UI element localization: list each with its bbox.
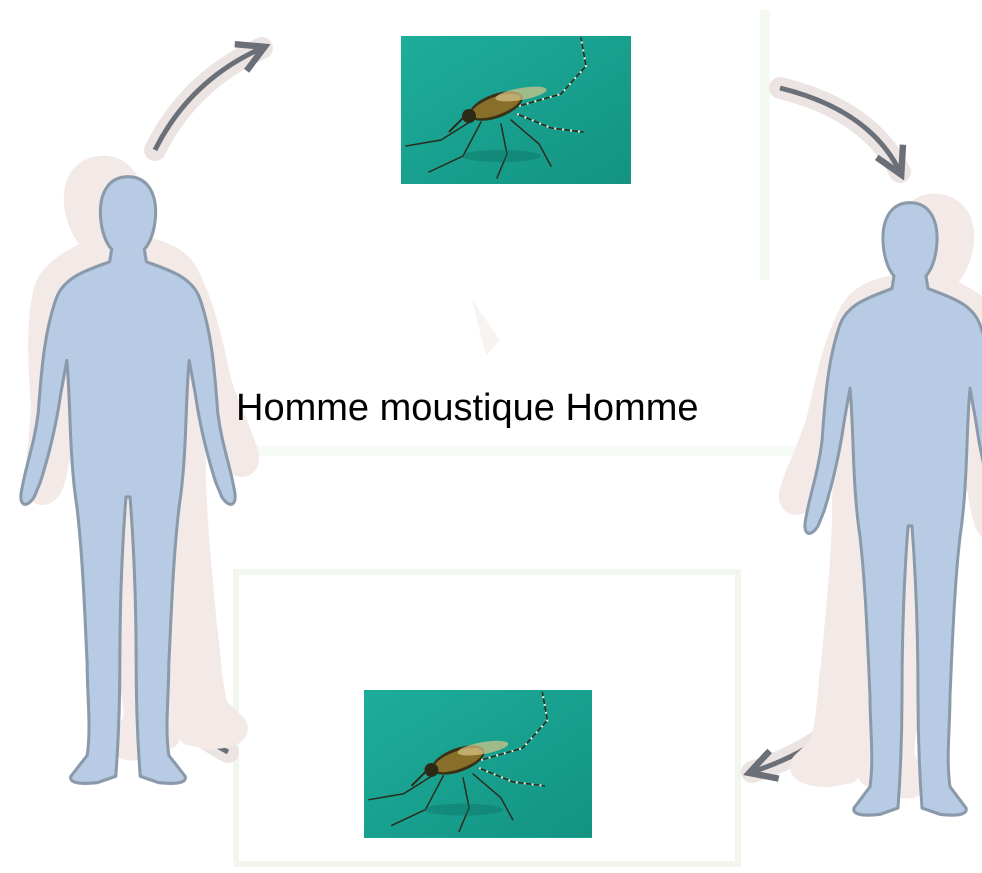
human-left-figure [0, 154, 284, 783]
human-right-figure [754, 192, 982, 815]
mosquito-icon [364, 690, 592, 838]
mosquito-photo-top [401, 36, 631, 184]
mosquito-photo-bottom [364, 690, 592, 838]
cycle-caption: Homme moustique Homme [236, 384, 698, 432]
mosquito-icon [401, 36, 631, 184]
